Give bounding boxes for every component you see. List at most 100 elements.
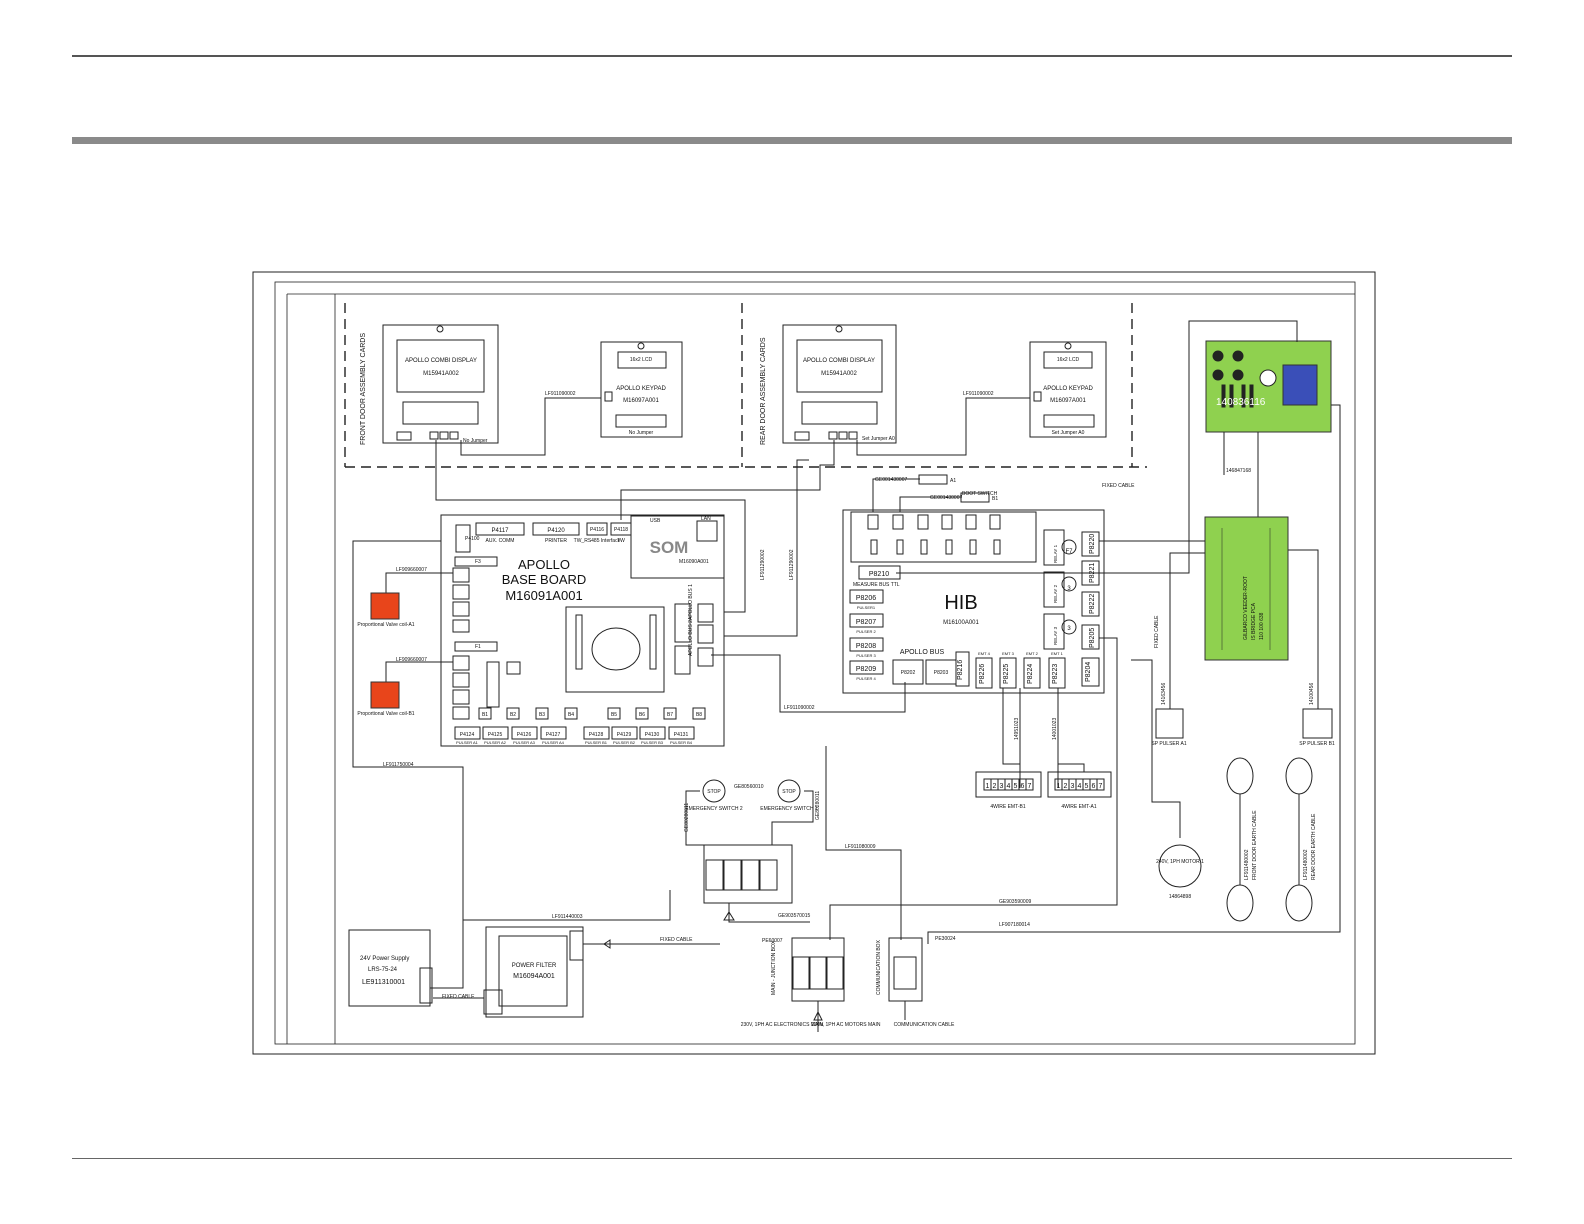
base-square-port [564, 707, 578, 720]
valve-b1-cable: LF909660007 [396, 657, 427, 663]
valve-b1-label: Proportional Valve coil-B1 [357, 711, 414, 717]
rear-display-title: APOLLO COMBI DISPLAY [803, 358, 875, 364]
hib-b1: B1 [992, 496, 998, 502]
base-board [440, 514, 725, 747]
hib-relay-label: RELAY 1 [1053, 544, 1058, 563]
base-f: F3 [475, 559, 481, 565]
pulser-b1 [1302, 708, 1333, 739]
psu-model: LRS-75-24 [368, 967, 398, 973]
gilbarco-sub: IS BRIDGE PCA [1251, 602, 1257, 640]
emt-pin [1025, 778, 1034, 791]
stop-mid-cable: GE80560010 [734, 784, 764, 790]
cable-label: LF907180014 [999, 922, 1030, 928]
rear-keypad-part: M16097A001 [1050, 398, 1086, 404]
filter-title: POWER FILTER [512, 963, 557, 969]
hib-relay-label: RELAY 3 [1053, 626, 1058, 645]
base-port-label: AUX. COMM [486, 538, 515, 544]
emt-pin-label: 7 [1099, 783, 1103, 790]
hib-relay-num: 3 [1067, 626, 1071, 632]
base-bottom-port-label: P4127 [546, 732, 561, 738]
base-port: P4120 [547, 528, 565, 534]
hib-boot-cable-a: GE001430007 [875, 477, 907, 483]
base-board-subtitle: BASE BOARD [502, 572, 587, 587]
usb-label: USB [650, 518, 661, 524]
front-earth-cable [1226, 757, 1254, 795]
hib-emt-label: EMT 2 [1026, 651, 1038, 656]
rear-display-part: M15941A002 [821, 371, 857, 377]
filter-part: M16094A001 [513, 973, 555, 980]
base-bottom-port-caption: PULSER A4 [542, 740, 565, 745]
base-bottom-port-caption: PULSER B4 [670, 740, 693, 745]
hib-relay-label: RELAY 2 [1053, 584, 1058, 603]
front-keypad [600, 341, 683, 438]
som-part: M16090A001 [679, 559, 709, 565]
base-square-port [506, 707, 520, 720]
valve-a1-label: Proportional Valve coil-A1 [357, 622, 414, 628]
stop-2-cable: GE80280011 [684, 803, 690, 832]
emergency-switch-2 [702, 779, 726, 803]
base-left-port: P4100 [465, 536, 480, 542]
rear-section-label: REAR DOOR ASSEMBLY CARDS [760, 337, 767, 445]
base-square-label: B8 [696, 712, 702, 718]
hib-emt-label: EMT 3 [1002, 651, 1014, 656]
emt-pin-label: 7 [1028, 783, 1032, 790]
base-bottom-port-label: P4130 [645, 732, 660, 738]
earth-rear-cable: LF911480002 [1303, 849, 1309, 880]
valve-a1-cable: LF909660007 [396, 567, 427, 573]
stop-1-label: EMERGENCY SWITCH 1 [760, 806, 818, 812]
hib-pulser-port: P8209 [856, 666, 876, 673]
hib-pulser-port: P8208 [856, 643, 876, 650]
base-bottom-port-label: P4131 [674, 732, 689, 738]
hib-boot-switch: BOOT SWITCH [962, 491, 998, 497]
valve-coil-b1 [370, 681, 400, 709]
emt-pin-label: 2 [993, 783, 997, 790]
base-bottom-port-label: P4124 [460, 732, 475, 738]
rear-keypad-title: APOLLO KEYPAD [1043, 386, 1093, 392]
gilbarco-name: GILBARCO VEEDER-ROOT [1243, 576, 1249, 640]
base-bottom-port-caption: PULSER A1 [456, 740, 479, 745]
power-filter [485, 926, 584, 1018]
base-square-port [663, 707, 677, 720]
junction-label1: 230V, 1PH AC ELECTRONICS MAIN [741, 1022, 824, 1028]
pulser-a1 [1155, 708, 1184, 739]
emt-pin-label: 6 [1021, 783, 1025, 790]
emt-pin-label: 3 [1071, 783, 1075, 790]
hib-bus-port: P8203 [934, 670, 949, 676]
cable-label: FIXED CABLE [660, 937, 693, 943]
emergency-switch-1 [777, 779, 801, 803]
base-bottom-port [511, 726, 538, 740]
psu-part: LE911310001 [362, 979, 405, 986]
relay-board-cable: 146847168 [1226, 468, 1251, 474]
base-bottom-port [639, 726, 666, 740]
base-bottom-port [482, 726, 509, 740]
emt-a1-label: 4WIRE EMT-A1 [1061, 804, 1097, 810]
base-f: F1 [475, 644, 481, 650]
base-square-port [635, 707, 649, 720]
base-port: P4118 [614, 527, 628, 533]
base-bottom-port-caption: PULSER A2 [484, 740, 507, 745]
base-square-label: B3 [539, 712, 545, 718]
emt-pin [1096, 778, 1105, 791]
stop-text: STOP [782, 789, 796, 795]
hib-title: HIB [944, 592, 977, 614]
rear-keypad-jumper: Set Jumper A0 [1052, 430, 1085, 436]
base-square-port [607, 707, 621, 720]
hib-boot-cable-b: GE001430007 [930, 495, 962, 501]
motor-1 [1158, 844, 1202, 888]
pulser-a1-cable: 14163456 [1161, 683, 1167, 705]
emt-a1 [1047, 771, 1112, 798]
emt-b1-label: 4WIRE EMT-B1 [990, 804, 1026, 810]
hib-vert-port: P8216 [957, 660, 964, 680]
base-port: P4117 [492, 528, 510, 534]
base-bottom-port-caption: PULSER B1 [585, 740, 608, 745]
cable-label: LF911080009 [845, 844, 876, 850]
hib-bus-port: P8202 [901, 670, 916, 676]
cable-label: GE903590009 [999, 899, 1031, 905]
junction-label3: COMMUNICATION CABLE [894, 1022, 955, 1028]
junction-comm: COMMUNICATION BOX [876, 939, 882, 995]
som-label: SOM [650, 538, 689, 557]
hib-measure-label: MEASURE BUS TTL [853, 582, 900, 588]
base-bottom-port-caption: PULSER A3 [513, 740, 536, 745]
rear-earth-cable [1285, 757, 1313, 795]
